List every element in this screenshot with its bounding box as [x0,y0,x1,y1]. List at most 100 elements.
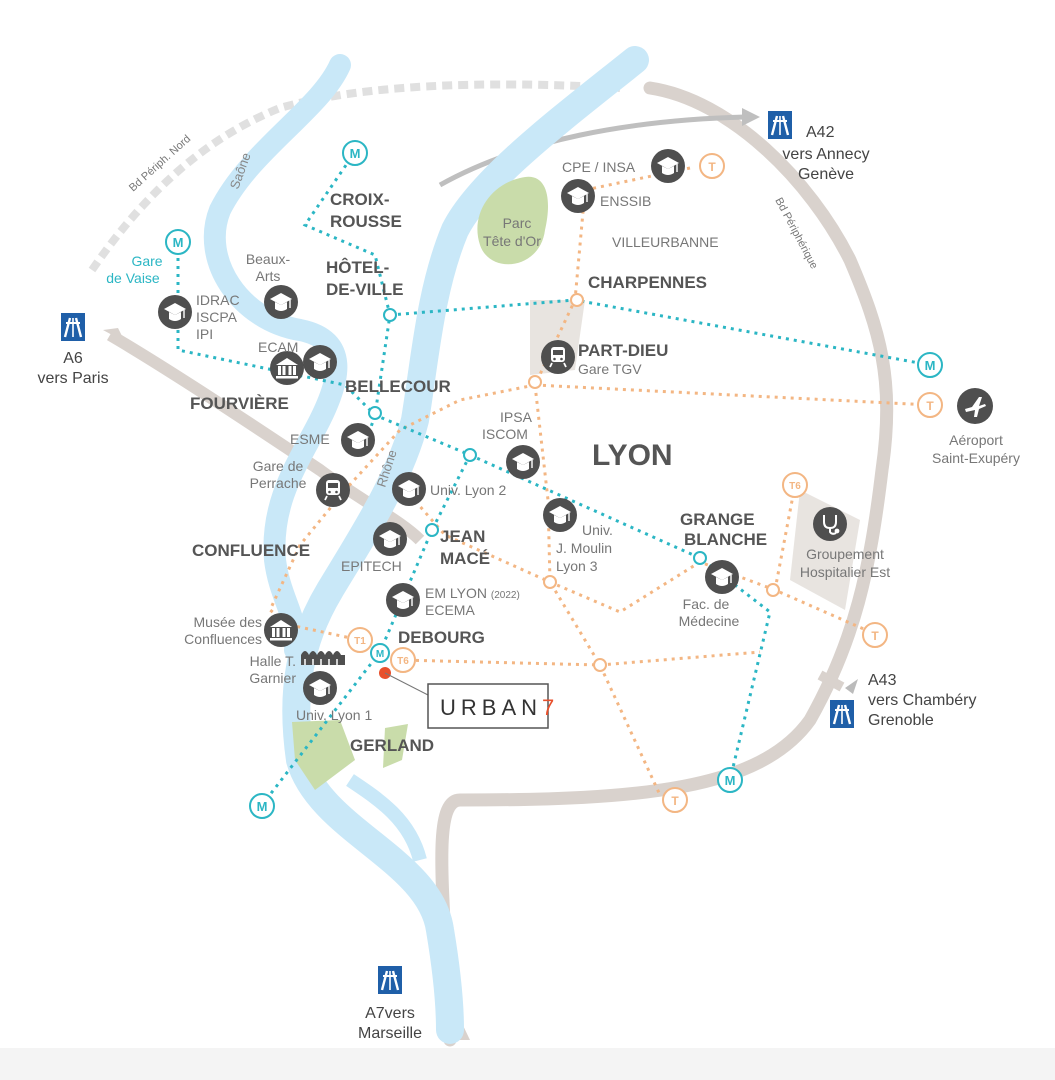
road-a42-1: A42 [806,124,835,141]
train-icon [315,472,351,508]
museum-icon [264,613,298,647]
parc-tete-dor [477,176,549,265]
district-jean-mace-1: JEAN [440,527,485,546]
svg-text:M: M [173,235,184,250]
graduation-cap-icon [302,344,338,380]
svg-text:M: M [925,358,936,373]
place-ipsa-1: IPSA [500,409,533,425]
tram-badge-insa: T [699,153,725,179]
district-confluence: CONFLUENCE [192,541,310,560]
graduation-cap-icon [391,471,427,507]
metro-badge-croix-rousse: M [342,140,368,166]
tram-badge-east: T [862,622,888,648]
metro-badge-east: M [917,352,943,378]
metro-badge-south-west: M [249,793,275,819]
place-gare-perrache-1: Gare de [253,458,304,474]
district-grange-blanche-1: GRANGE [680,510,755,529]
road-label-periph-nord: Bd Périph. Nord [127,133,193,194]
tram-badge-t6-east: T6 [782,472,808,498]
place-gare-perrache-2: Perrache [250,475,307,491]
graduation-cap-icon [340,422,376,458]
district-croix-rousse-1: CROIX- [330,190,390,209]
place-musee-2: Confluences [184,631,262,647]
district-hotel-de-ville-1: HÔTEL- [326,258,389,277]
tram-badge-t6-debourg: T6 [390,647,416,673]
place-hospital-2: Hospitalier Est [800,564,890,580]
district-charpennes: CHARPENNES [588,273,707,292]
motorway-icon [828,698,856,730]
graduation-cap-icon [542,497,578,533]
road-a43-1: A43 [868,672,897,689]
road-a42-2: vers Annecy [782,146,869,163]
metro-badge-vaise: M [165,229,191,255]
road-a43-3: Grenoble [868,712,934,729]
svg-text:T: T [871,629,879,643]
place-idrac-3: IPI [196,326,213,342]
road-a7-2: Marseille [358,1025,422,1042]
place-beaux-arts-1: Beaux- [246,251,291,267]
museum-icon [270,351,304,385]
place-epitech: EPITECH [341,558,402,574]
tram-badge-t1: T1 [347,627,373,653]
district-debourg: DEBOURG [398,628,485,647]
place-enssib: ENSSIB [600,193,651,209]
tram-badges: T T T6 T T T1 T6 [347,153,943,813]
place-airport-1: Aéroport [949,432,1003,448]
place-idrac-2: ISCPA [196,309,238,325]
metro-badge-debourg: M [370,643,390,663]
halle-garnier-icon [301,651,345,665]
place-ecema: ECEMA [425,602,475,618]
interchanges [368,293,780,672]
graduation-cap-icon [302,670,338,706]
road-a6-2: vers Paris [37,370,108,387]
place-cpe-insa: CPE / INSA [562,159,636,175]
river-saone [203,54,351,661]
urban7-logo-digit: 7 [542,695,559,720]
gerland-park [292,720,355,790]
graduation-cap-icon [372,521,408,557]
svg-text:T1: T1 [354,636,366,647]
place-univ-lyon2: Univ. Lyon 2 [430,482,506,498]
graduation-cap-icon [650,148,686,184]
svg-text:M: M [257,799,268,814]
metro-badge-south-east: M [717,767,743,793]
place-esme: ESME [290,431,330,447]
place-fac-medecine-1: Fac. de [683,596,730,612]
svg-text:M: M [376,649,384,660]
train-icon [540,339,576,375]
place-musee-1: Musée des [194,614,262,630]
place-ecam: ECAM [258,339,298,355]
place-univ-lyon3-2: J. Moulin [556,540,612,556]
district-bellecour: BELLECOUR [345,377,451,396]
district-grange-blanche-2: BLANCHE [684,530,767,549]
district-croix-rousse-2: ROUSSE [330,212,402,231]
road-a6-1: A6 [63,350,83,367]
river-rhone [282,46,649,1044]
park-label-2: Tête d'Or [483,233,541,249]
svg-text:M: M [350,146,361,161]
svg-text:T: T [926,399,934,413]
bottom-strip [0,1048,1055,1080]
urban7-marker: URBAN7 [379,667,559,729]
graduation-cap-icon [704,559,740,595]
svg-text:T: T [671,794,679,808]
district-villeurbanne: VILLEURBANNE [612,234,719,250]
district-gerland: GERLAND [350,736,434,755]
place-gare-vaise-2: de Vaise [106,270,160,286]
tram-badge-airport: T [917,392,943,418]
graduation-cap-icon [560,178,596,214]
graduation-cap-icon [157,294,193,330]
metro-badges: M M M M M M [165,140,943,819]
graduation-cap-icon [385,582,421,618]
park-label-1: Parc [503,215,532,231]
plane-icon [957,388,993,424]
place-idrac-1: IDRAC [196,292,240,308]
motorway-icon [766,109,794,141]
gerland-park-2 [383,724,408,768]
part-dieu-subtitle: Gare TGV [578,361,642,377]
svg-text:T6: T6 [789,481,801,492]
urban7-logo-text: URBAN [440,695,542,720]
district-jean-mace-2: MACÉ [440,549,490,568]
district-fourviere: FOURVIÈRE [190,394,289,413]
place-halle-2: Garnier [249,670,296,686]
